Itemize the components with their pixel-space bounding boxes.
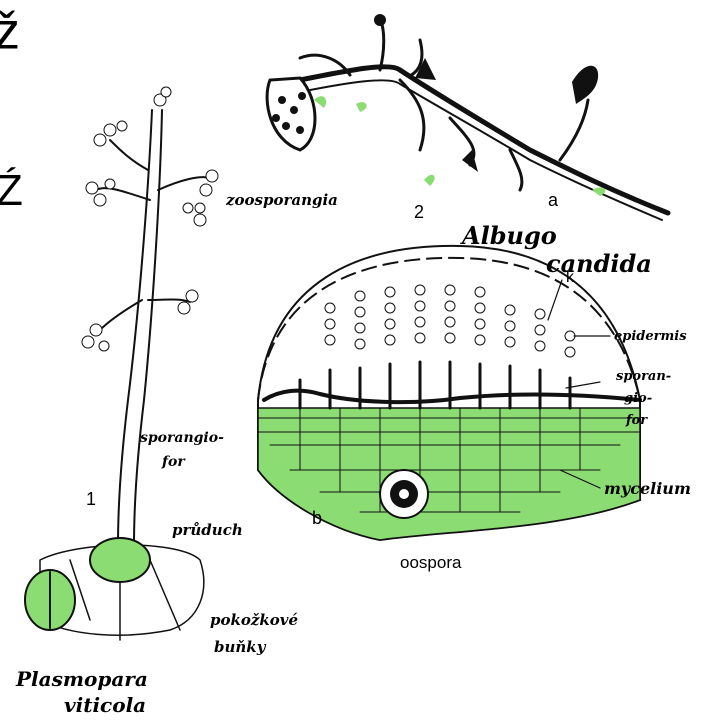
part-letter-a: a — [548, 190, 559, 210]
label-oospora: oospora — [400, 553, 462, 572]
title-albugo-line1: Albugo — [460, 221, 557, 250]
albugo-section-drawing — [258, 246, 640, 540]
label-pokozkove-line1: pokožkové — [210, 611, 298, 629]
label-mycelium: mycelium — [604, 479, 691, 498]
label-sporangiofor-line1: sporangio- — [140, 430, 224, 446]
edge-glyph-middle: Ź — [0, 166, 23, 215]
part-letter-b: b — [312, 508, 322, 528]
label-pokozkove-line2: buňky — [214, 638, 267, 656]
albugo-branch-drawing — [267, 14, 668, 220]
figure-number-2: 2 — [414, 202, 424, 222]
edge-glyph-top: ž — [0, 2, 20, 60]
label-sporangiofor-right-line1: sporan- — [616, 369, 671, 384]
title-plasmopara-line1: Plasmopara — [15, 667, 148, 691]
figure-number-1: 1 — [86, 489, 96, 509]
label-sporangiofor-right-line2: gio- — [624, 391, 652, 406]
plasmopara-sporangiophore-drawing — [25, 87, 218, 640]
label-sporangiofor-right-line3: for — [625, 413, 648, 428]
label-sporangiofor-line2: for — [161, 454, 186, 470]
title-plasmopara-line2: viticola — [64, 693, 146, 717]
label-zoosporangia: zoosporangia — [225, 191, 338, 209]
label-pruduch: průduch — [172, 521, 243, 539]
part-letter-k: k — [566, 269, 575, 286]
label-epidermis: epidermis — [614, 329, 687, 344]
title-albugo-line2: candida — [546, 249, 652, 278]
